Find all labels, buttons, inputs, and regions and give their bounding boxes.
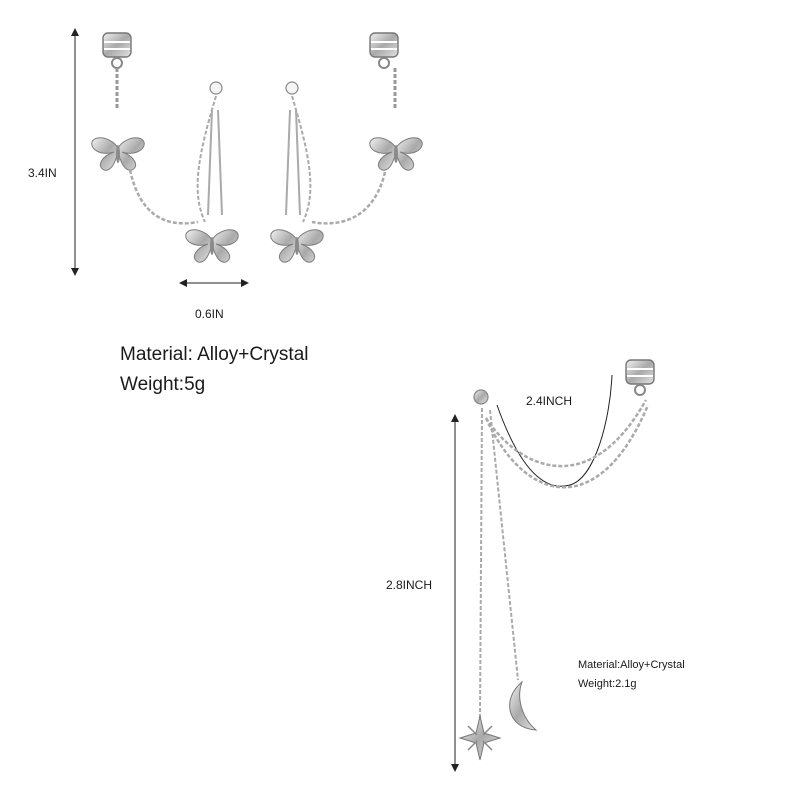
length-label: 2.8INCH <box>386 578 433 592</box>
butterfly-charm-icon <box>185 229 239 263</box>
star-charm-icon <box>458 715 502 761</box>
star-moon-earring <box>458 359 655 761</box>
butterfly-charm-icon <box>369 137 423 171</box>
moon-charm-icon <box>509 680 538 731</box>
ear-cuff-icon <box>625 359 655 396</box>
ear-cuff-icon <box>369 32 399 69</box>
butterfly-earring-left <box>91 32 239 263</box>
crystal-stud-icon <box>285 81 299 95</box>
weight-label-bottom: Weight:2.1g <box>578 678 637 690</box>
crystal-stud-icon <box>473 389 489 405</box>
ear-cuff-icon <box>102 32 132 69</box>
height-label: 3.4IN <box>28 166 57 180</box>
material-label-bottom: Material:Alloy+Crystal <box>578 659 685 671</box>
butterfly-earring-right <box>270 32 423 263</box>
butterfly-charm-icon <box>270 229 324 263</box>
chain-span-label: 2.4INCH <box>526 394 573 408</box>
chain-span-curve <box>496 374 613 487</box>
width-label: 0.6IN <box>195 307 224 321</box>
butterfly-charm-icon <box>91 137 145 171</box>
material-label-top: Material: Alloy+Crystal <box>120 344 309 365</box>
weight-label-top: Weight:5g <box>120 374 206 395</box>
crystal-stud-icon <box>209 81 223 95</box>
